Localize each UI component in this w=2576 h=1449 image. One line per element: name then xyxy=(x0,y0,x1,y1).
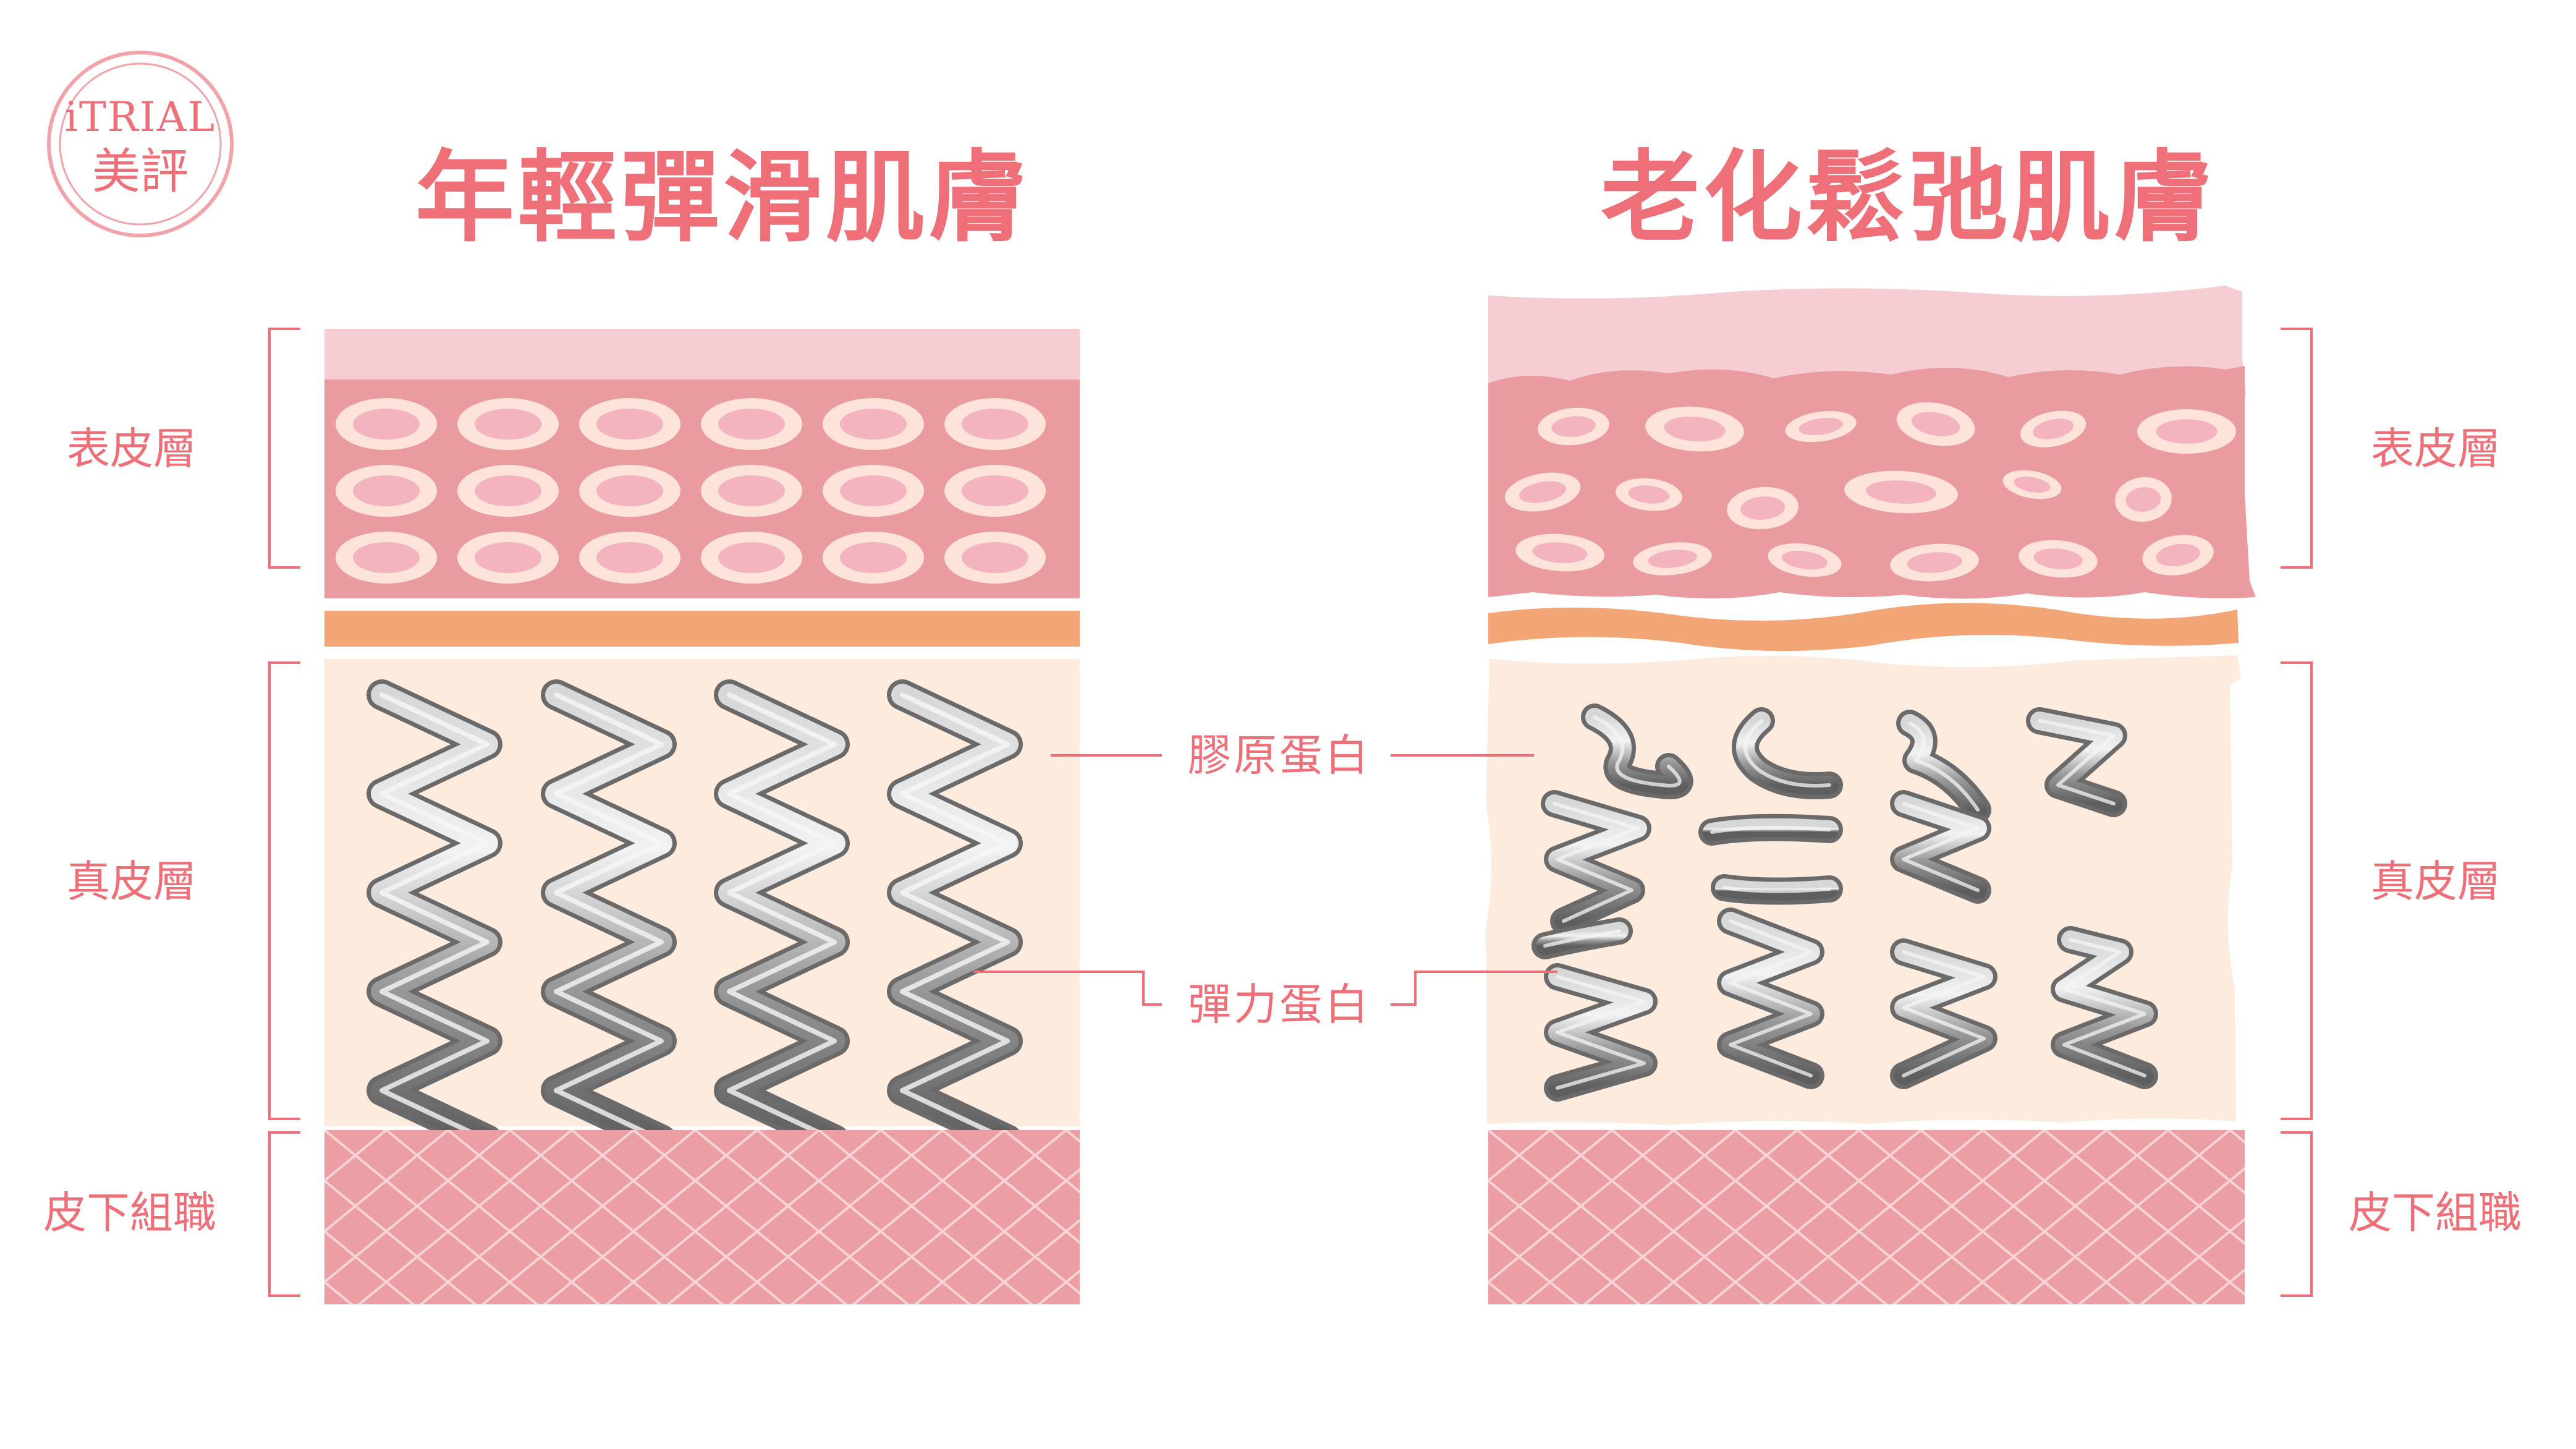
epidermis-cell xyxy=(2002,470,2062,499)
label-right-epidermis: 表皮層 xyxy=(2371,423,2501,474)
elastic-fiber-fragment xyxy=(1890,790,1991,904)
epidermis-cell xyxy=(1633,542,1712,576)
elastic-fiber xyxy=(714,679,850,1155)
elastic-fiber-fragment xyxy=(1732,707,1843,799)
label-left-epidermis: 表皮層 xyxy=(67,423,197,474)
epidermis-cell xyxy=(1890,543,1979,582)
epidermis-cell xyxy=(823,398,924,450)
elastic-fiber-fragment xyxy=(1532,917,1633,959)
elastic-fiber-fragment xyxy=(1541,790,1651,935)
aged-elastic-fibers xyxy=(1532,703,2158,1102)
aged-stratum-corneum xyxy=(1488,286,2246,396)
right-brackets xyxy=(2281,328,2313,1297)
epidermis-cell xyxy=(701,465,802,517)
label-right-dermis: 真皮層 xyxy=(2371,856,2501,907)
bracket-right-subcutaneous xyxy=(2281,1131,2313,1297)
logo-inner-ring xyxy=(59,62,222,226)
epidermis-cell xyxy=(457,398,559,450)
epidermis-cell xyxy=(701,532,802,584)
elastin-leader-left xyxy=(973,971,1162,1006)
epidermis-cell xyxy=(1768,543,1842,577)
epidermis-cell xyxy=(2137,409,2236,454)
elastic-fiber-fragment xyxy=(1717,907,1824,1089)
young-stratum-corneum xyxy=(324,329,1080,380)
young-skin-panel xyxy=(324,329,1080,1304)
epidermis-cell xyxy=(1727,487,1799,530)
elastic-fiber-fragment xyxy=(1544,963,1658,1102)
elastin-leader-right xyxy=(1391,971,1557,1006)
epidermis-cell xyxy=(1504,472,1581,512)
epidermis-cell xyxy=(579,532,680,584)
elastic-fiber-fragment xyxy=(2026,707,2127,817)
epidermis-cell xyxy=(944,398,1046,450)
bracket-left-epidermis xyxy=(268,328,300,569)
aged-epidermis-cells xyxy=(1504,402,2236,582)
young-skin-title: 年輕彈滑肌膚 xyxy=(415,140,1032,255)
left-brackets xyxy=(268,328,300,1297)
callout-collagen: 膠原蛋白 xyxy=(1188,730,1371,781)
young-basement-membrane xyxy=(324,611,1080,647)
epidermis-cell xyxy=(336,532,437,584)
elastic-fiber xyxy=(366,679,502,1155)
epidermis-cell xyxy=(2142,535,2214,576)
aged-skin-panel xyxy=(1486,286,2256,1304)
young-epidermis-cells xyxy=(336,398,1046,584)
epidermis-cell xyxy=(944,465,1046,517)
bracket-right-epidermis xyxy=(2281,328,2313,569)
logo-outer-ring xyxy=(47,51,234,237)
epidermis-cell xyxy=(1896,402,1975,446)
epidermis-cell xyxy=(1645,406,1744,452)
epidermis-cell xyxy=(1616,478,1682,511)
epidermis-cell xyxy=(1785,410,1857,443)
epidermis-cell xyxy=(579,465,680,517)
young-elastic-fibers xyxy=(366,679,1023,1155)
aged-basement-membrane xyxy=(1488,603,2239,652)
young-subcutaneous-mesh xyxy=(324,1130,1080,1304)
aged-subcutaneous-mesh xyxy=(1488,1130,2245,1304)
callout-elastin: 彈力蛋白 xyxy=(1188,979,1371,1030)
epidermis-cell xyxy=(336,465,437,517)
epidermis-cell xyxy=(944,532,1046,584)
epidermis-cell xyxy=(823,532,924,584)
label-left-dermis: 真皮層 xyxy=(67,856,197,907)
epidermis-cell xyxy=(457,532,559,584)
elastic-fiber-fragment xyxy=(1890,938,1998,1089)
elastic-fiber-fragment xyxy=(1698,814,1843,846)
elastic-fiber xyxy=(887,679,1023,1155)
itrial-logo xyxy=(47,51,234,237)
epidermis-cell xyxy=(579,398,680,450)
label-right-subcutaneous: 皮下組職 xyxy=(2349,1188,2522,1238)
epidermis-cell xyxy=(1515,533,1604,572)
label-left-subcutaneous: 皮下組職 xyxy=(43,1188,216,1238)
epidermis-cell xyxy=(1538,407,1609,446)
logo-text-meiping: 美評 xyxy=(91,144,189,200)
bracket-left-dermis xyxy=(268,661,300,1120)
elastic-fiber-fragment xyxy=(1711,874,1843,905)
epidermis-cell xyxy=(2019,540,2098,578)
epidermis-cell xyxy=(823,465,924,517)
aged-skin-title: 老化鬆弛肌膚 xyxy=(1601,140,2217,255)
epidermis-cell xyxy=(701,398,802,450)
bracket-left-subcutaneous xyxy=(268,1131,300,1297)
elastic-fiber-fragment xyxy=(2051,926,2158,1089)
epidermis-cell xyxy=(1844,470,1958,514)
epidermis-cell xyxy=(336,398,437,450)
callout-lines xyxy=(973,754,1557,1006)
elastic-fiber xyxy=(541,679,677,1155)
elastic-fiber-fragment xyxy=(1581,703,1693,799)
logo-text-itrial: iTRIAL xyxy=(64,93,216,141)
bracket-right-dermis xyxy=(2281,661,2313,1120)
elastic-fiber-fragment xyxy=(1896,710,1991,823)
epidermis-cell xyxy=(2020,410,2087,448)
epidermis-cell xyxy=(457,465,559,517)
epidermis-cell xyxy=(2115,477,2172,522)
